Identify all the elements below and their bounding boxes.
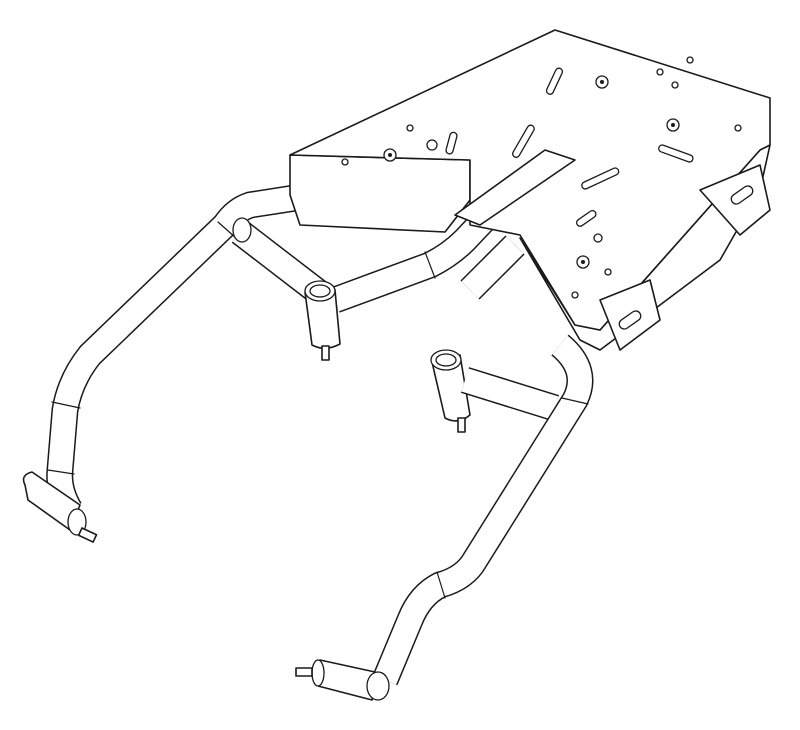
left-fitting <box>22 471 98 543</box>
right-upper-tube <box>460 235 525 300</box>
right-tube <box>372 334 594 686</box>
left-tube <box>46 184 298 517</box>
left-post <box>304 280 341 361</box>
right-fitting <box>295 659 390 701</box>
left-cross-tube <box>231 142 558 313</box>
right-post <box>430 349 471 433</box>
mounting-plate <box>289 29 771 351</box>
